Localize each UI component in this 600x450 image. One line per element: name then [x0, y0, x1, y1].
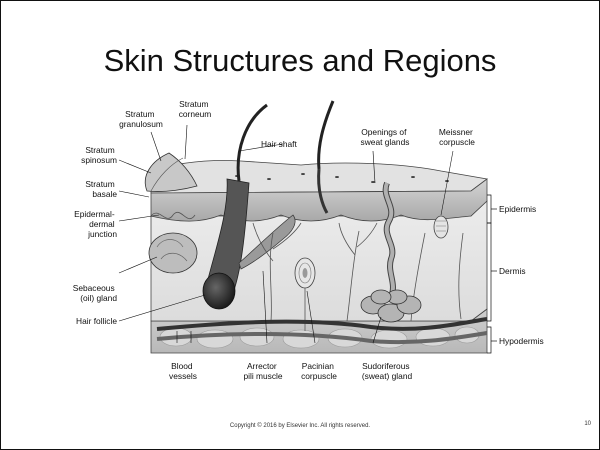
label-hair-shaft: Hair shaft: [261, 139, 298, 149]
sebaceous-gland: [149, 233, 197, 273]
label-stratum-corneum: Stratum corneum: [179, 99, 212, 119]
label-stratum-granulosum: Stratum granulosum: [119, 109, 163, 129]
meissner-corpuscle: [434, 216, 448, 238]
copyright-notice: Copyright © 2016 by Elsevier Inc. All ri…: [1, 423, 599, 429]
label-dermis: Dermis: [499, 266, 526, 276]
label-stratum-spinosum: Stratum spinosum: [81, 145, 117, 165]
label-epidermal-dermal-junction: Epidermal- dermal junction: [74, 209, 117, 239]
label-meissner-corpuscle: Meissner corpuscle: [439, 127, 475, 147]
page-number: 10: [584, 421, 591, 427]
region-brackets: [487, 195, 497, 353]
label-epidermis: Epidermis: [499, 204, 536, 214]
label-blood-vessels: Blood vessels: [169, 361, 197, 381]
hair-shaft-2: [319, 101, 333, 169]
label-hypodermis: Hypodermis: [499, 336, 544, 346]
label-sebaceous-gland: Sebaceous (oil) gland: [73, 283, 118, 303]
label-stratum-basale: Stratum basale: [85, 179, 117, 199]
label-sudoriferous-gland: Sudoriferous (sweat) gland: [362, 361, 413, 381]
label-openings-sweat-glands: Openings of sweat glands: [361, 127, 410, 147]
hair-bulb: [203, 273, 235, 309]
label-hair-follicle: Hair follicle: [76, 316, 117, 326]
label-pacinian-corpuscle: Pacinian corpuscle: [301, 361, 337, 381]
stratum-flap: [145, 153, 197, 192]
label-arrector-pili: Arrector pili muscle: [243, 361, 282, 381]
